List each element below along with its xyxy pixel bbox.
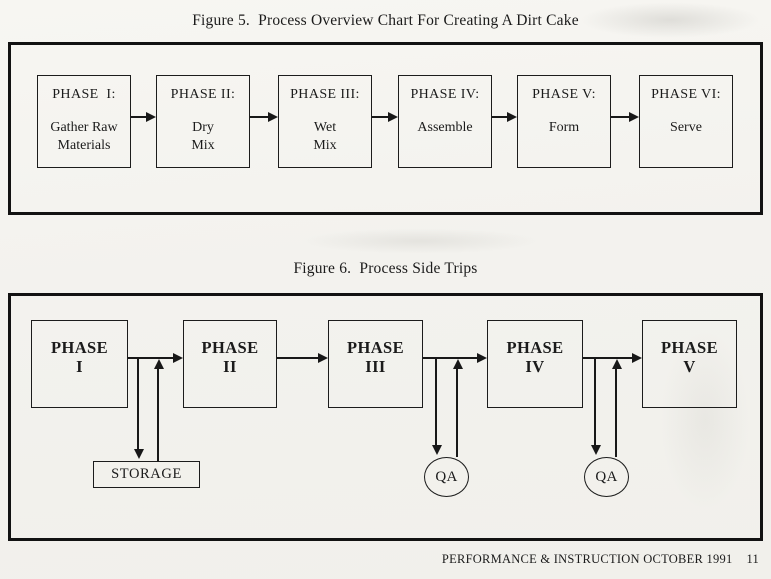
phase-box-5: PHASE V: Form: [517, 75, 611, 168]
phase-label-line: V: [683, 357, 696, 377]
qa2-down-arrowhead-icon: [591, 445, 601, 455]
phase-box-3: PHASE III: Wet Mix: [278, 75, 372, 168]
qa-circle-2: QA: [584, 457, 629, 497]
qa1-down-line: [435, 359, 437, 447]
phase-body-line: Mix: [191, 138, 215, 154]
flow-arrowhead-icon: [268, 112, 278, 122]
phase-label-line: PHASE: [50, 338, 108, 357]
phase-label: PHASE III:: [290, 87, 360, 102]
figure5-frame: PHASE I: Gather Raw Materials PHASE II: …: [8, 42, 763, 215]
flow-arrowhead-icon: [477, 353, 487, 363]
phase-box-3: PHASE III: [328, 320, 423, 408]
phase-label-line: IV: [525, 357, 545, 377]
flow-arrowhead-icon: [632, 353, 642, 363]
phase-body-line: Mix: [313, 138, 337, 154]
figure6-frame: PHASE I PHASE II PHASE III PHASE IV PHAS…: [8, 293, 763, 541]
phase-box-1: PHASE I: [31, 320, 128, 408]
flow-arrow-line: [277, 357, 320, 359]
journal-name: PERFORMANCE & INSTRUCTION OCTOBER 1991: [441, 552, 733, 566]
qa1-up-line: [456, 369, 458, 457]
phase-label-line: PHASE: [506, 338, 564, 357]
storage-box: STORAGE: [93, 461, 200, 488]
flow-arrow-line: [131, 116, 148, 118]
phase-body: Serve: [670, 119, 702, 137]
phase-body-line: Assemble: [417, 120, 473, 135]
flow-arrow-line: [250, 116, 270, 118]
phase-label: PHASE VI:: [651, 87, 721, 102]
phase-body-line: Form: [548, 120, 580, 135]
phase-body: Form: [549, 119, 579, 137]
phase-label: PHASE IV:: [410, 87, 480, 102]
qa1-up-arrowhead-icon: [453, 359, 463, 369]
phase-body: Dry Mix: [191, 119, 214, 155]
phase-body-line: Dry: [192, 120, 214, 135]
phase-body-line: Wet: [313, 120, 337, 135]
phase-box-5: PHASE V: [642, 320, 737, 408]
flow-arrowhead-icon: [507, 112, 517, 122]
flow-arrow-line: [423, 357, 479, 359]
phase-body-line: Serve: [670, 120, 702, 135]
phase-box-6: PHASE VI: Serve: [639, 75, 733, 168]
qa-circle-1: QA: [424, 457, 469, 497]
phase-label-line: PHASE: [201, 338, 259, 357]
figure6-caption: Figure 6. Process Side Trips: [293, 260, 478, 277]
phase-body: Wet Mix: [313, 119, 336, 155]
storage-down-arrowhead-icon: [134, 449, 144, 459]
phase-label-line: PHASE: [346, 338, 404, 357]
flow-arrowhead-icon: [318, 353, 328, 363]
phase-box-4: PHASE IV: [487, 320, 583, 408]
flow-arrowhead-icon: [629, 112, 639, 122]
qa2-up-line: [615, 369, 617, 457]
phase-label: PHASE I:: [52, 87, 116, 102]
qa2-up-arrowhead-icon: [612, 359, 622, 369]
flow-arrowhead-icon: [146, 112, 156, 122]
phase-body-line: Materials: [57, 138, 111, 154]
phase-box-4: PHASE IV: Assemble: [398, 75, 492, 168]
qa2-down-line: [594, 359, 596, 447]
flow-arrow-line: [128, 357, 175, 359]
phase-box-2: PHASE II: Dry Mix: [156, 75, 250, 168]
phase-box-2: PHASE II: [183, 320, 277, 408]
flow-arrow-line: [611, 116, 631, 118]
phase-label: PHASE V:: [532, 87, 596, 102]
page-footer: PERFORMANCE & INSTRUCTION OCTOBER 1991 11: [442, 552, 759, 567]
storage-up-line: [157, 369, 159, 461]
scan-bleed-smudge: [300, 228, 540, 254]
storage-up-arrowhead-icon: [154, 359, 164, 369]
flow-arrowhead-icon: [173, 353, 183, 363]
flow-arrowhead-icon: [388, 112, 398, 122]
figure5-caption: Figure 5. Process Overview Chart For Cre…: [192, 12, 579, 29]
phase-label-line: III: [365, 357, 386, 377]
flow-arrow-line: [492, 116, 509, 118]
phase-body-line: Gather Raw: [50, 120, 118, 135]
flow-arrow-line: [583, 357, 634, 359]
phase-body: Gather Raw Materials: [50, 119, 117, 155]
storage-down-line: [137, 359, 139, 451]
phase-box-1: PHASE I: Gather Raw Materials: [37, 75, 131, 168]
phase-body: Assemble: [417, 119, 472, 137]
phase-label: PHASE II:: [170, 87, 236, 102]
phase-label-line: I: [76, 357, 83, 377]
page-number: 11: [746, 552, 759, 566]
phase-label-line: PHASE: [660, 338, 718, 357]
qa1-down-arrowhead-icon: [432, 445, 442, 455]
phase-label-line: II: [223, 357, 237, 377]
flow-arrow-line: [372, 116, 390, 118]
